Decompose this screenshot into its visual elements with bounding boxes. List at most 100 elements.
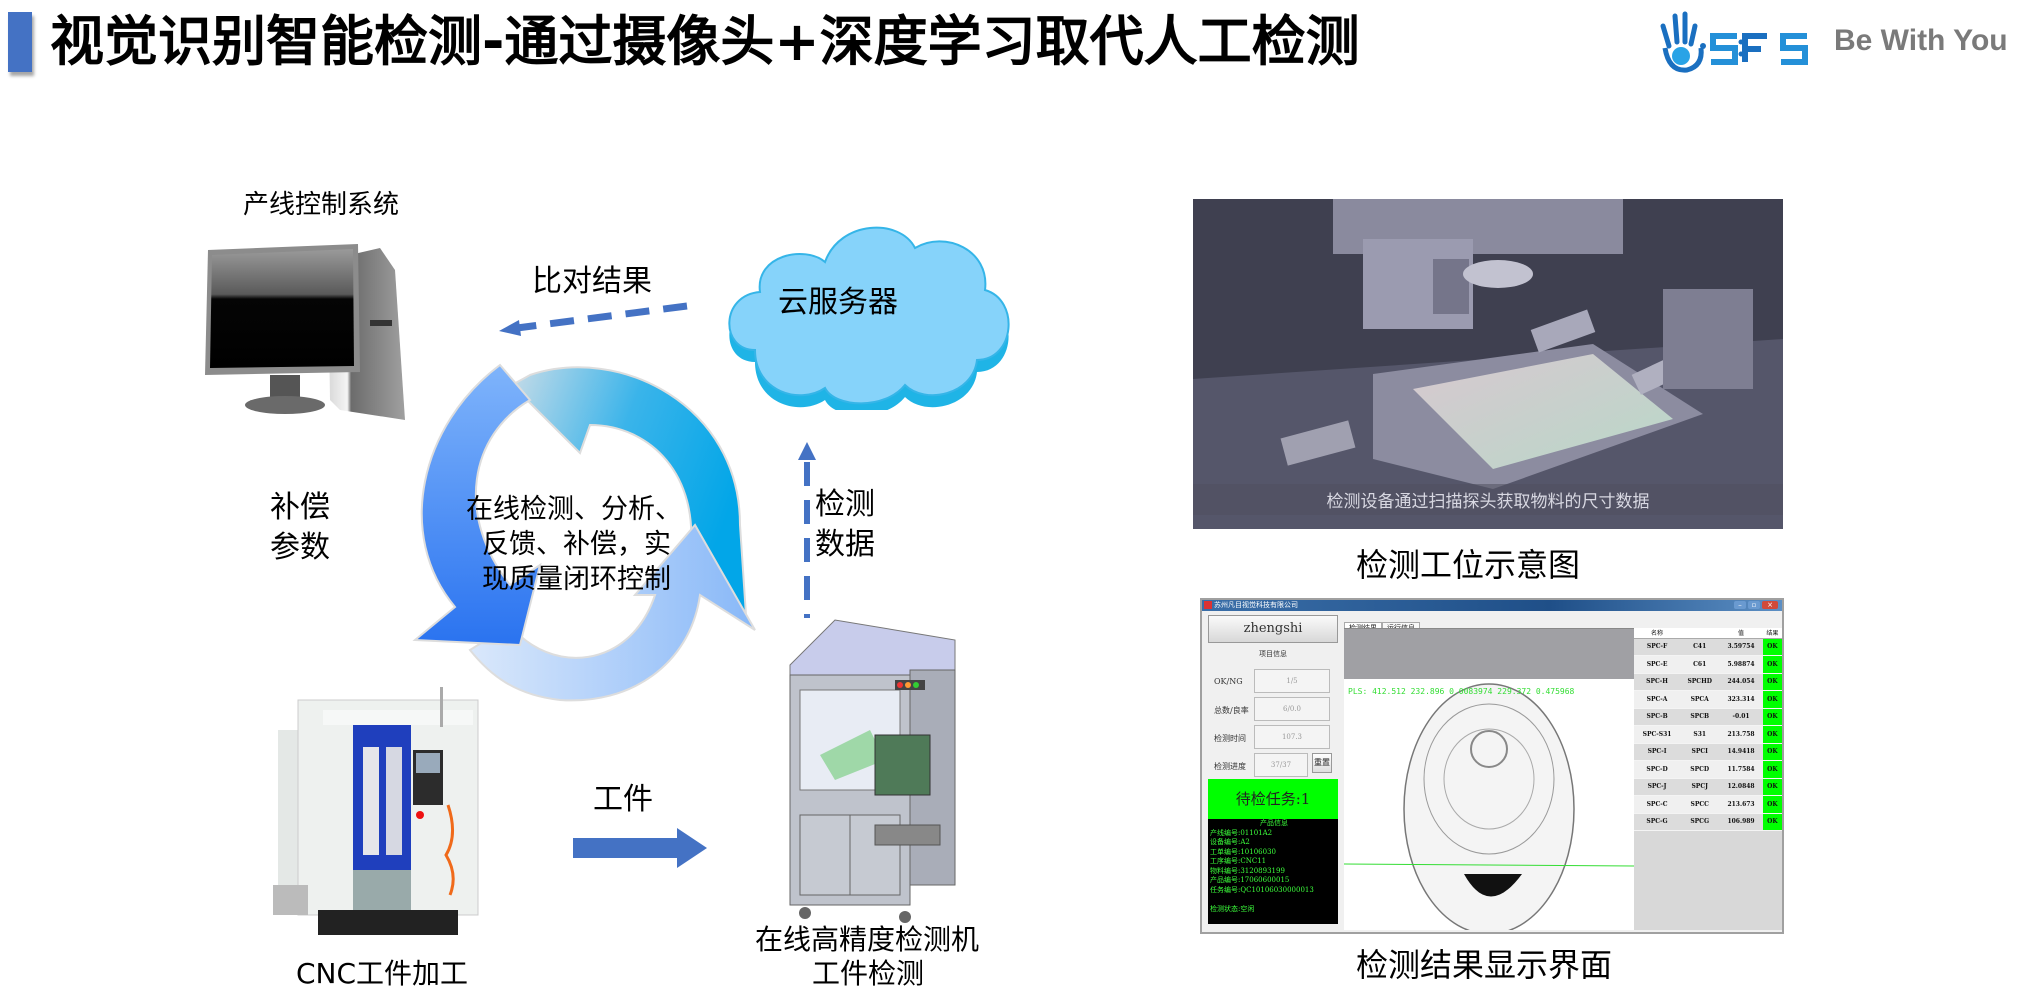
cell-name: SPC-J (1634, 778, 1681, 796)
product-info-line (1210, 895, 1338, 905)
result-ui-caption: 检测结果显示界面 (1356, 946, 1613, 984)
title-accent-bar (8, 12, 32, 72)
cell-result: OK (1762, 708, 1782, 726)
cell-result: OK (1762, 725, 1782, 744)
maximize-icon[interactable]: ▫ (1748, 601, 1760, 609)
cell-result: OK (1762, 743, 1782, 761)
ok-ng-value: 1/5 (1254, 669, 1330, 693)
cell-code: SPCG (1680, 813, 1720, 831)
cell-result: OK (1762, 778, 1782, 796)
sfs-wordmark (1710, 33, 1808, 65)
hand-eye-icon (1660, 11, 1706, 73)
cloud-icon (728, 226, 1010, 410)
cell-code: S31 (1680, 725, 1720, 744)
project-info-group-label: 项目信息 (1259, 650, 1287, 658)
cell-code: C61 (1680, 655, 1720, 674)
pls-readout: PLS: 412.512 232.896 0.0083974 229.372 0… (1348, 687, 1575, 696)
cell-result: OK (1762, 690, 1782, 709)
cell-result: OK (1762, 795, 1782, 814)
cell-value: 5.98874 (1719, 655, 1763, 674)
image-header-bar (1344, 629, 1634, 679)
minimize-icon[interactable]: – (1734, 601, 1746, 609)
project-info-panel: zhengshi 项目信息 OK/NG 1/5 总数/良率 6/0.0 检测时间… (1206, 615, 1340, 930)
user-button[interactable]: zhengshi (1208, 615, 1338, 643)
cell-name: SPC-D (1634, 760, 1681, 779)
cell-result: OK (1762, 655, 1782, 674)
product-info-line: 设备编号:A2 (1210, 838, 1250, 846)
slogan: Be With You (1834, 24, 2008, 57)
computer-icon (200, 240, 455, 430)
control-system-label: 产线控制系统 (243, 190, 400, 220)
product-info-line: 产品编号:17060600015 (1210, 876, 1290, 884)
compensation-label-line1: 补偿 (270, 490, 330, 525)
workpiece-label: 工件 (593, 782, 653, 817)
station-video-subtitle: 检测设备通过扫描探头获取物料的尺寸数据 (1193, 484, 1783, 515)
cell-value: 3.59754 (1719, 638, 1763, 656)
cycle-text-line3: 现质量闭环控制 (482, 564, 671, 595)
detection-data-line1: 检测 (815, 487, 875, 522)
inspection-machine-icon (789, 619, 956, 923)
cell-value: 244.054 (1719, 673, 1763, 691)
cell-value: 11.7584 (1719, 760, 1763, 779)
cell-result: OK (1762, 813, 1782, 831)
cell-result: OK (1762, 760, 1782, 779)
cell-result: OK (1762, 673, 1782, 691)
close-icon[interactable]: × (1762, 601, 1778, 609)
inspect-time-label: 检测时间 (1214, 734, 1246, 743)
inspection-image-pane: PLS: 412.512 232.896 0.0083974 229.372 0… (1344, 628, 1634, 930)
product-info-title: 产品信息 (1260, 819, 1288, 827)
cell-code: SPCHD (1680, 673, 1720, 691)
col-name-header: 名称 (1634, 628, 1681, 639)
cell-code: SPCI (1680, 743, 1720, 761)
window-title: 苏州凡目视觉科技有限公司 (1214, 601, 1298, 609)
inspection-station-photo: 检测设备通过扫描探头获取物料的尺寸数据 (1193, 199, 1783, 529)
cell-value: 12.0848 (1719, 778, 1763, 796)
cell-code: SPCA (1680, 690, 1720, 709)
product-info-line: 工单编号:10106030 (1210, 847, 1276, 856)
col-value-header: 值 (1719, 628, 1763, 639)
cell-name: SPC-F (1634, 638, 1681, 656)
cell-code: SPCD (1680, 760, 1720, 779)
workpiece-arrow (573, 828, 707, 868)
cycle-text-line2: 反馈、补偿，实 (482, 529, 671, 560)
total-yield-label: 总数/良率 (1214, 706, 1249, 715)
cell-value: 323.314 (1719, 690, 1763, 709)
cell-name: SPC-I (1634, 743, 1681, 761)
cell-name: SPC-B (1634, 708, 1681, 726)
cell-value: -0.01 (1719, 708, 1763, 726)
cell-name: SPC-G (1634, 813, 1681, 831)
compare-result-arrow (499, 302, 688, 336)
col-code-header (1680, 628, 1720, 639)
inspect-time-value: 107.3 (1254, 725, 1330, 749)
page-title: 视觉识别智能检测-通过摄像头+深度学习取代人工检测 (50, 10, 1360, 73)
station-render-illustration (1193, 199, 1783, 529)
inspection-software-window: 苏州凡目视觉科技有限公司 – ▫ × zhengshi 项目信息 OK/NG 1… (1200, 598, 1784, 934)
product-info-line: 产线编号:01101A2 (1210, 828, 1273, 837)
product-info-line: 物料编号:3120893199 (1210, 866, 1285, 875)
inspector-label-line1: 在线高精度检测机 (755, 923, 980, 956)
cnc-machine-icon (273, 687, 479, 935)
reset-button[interactable]: 重置 (1312, 753, 1332, 773)
cell-name: SPC-E (1634, 655, 1681, 674)
cell-result: OK (1762, 638, 1782, 656)
cell-value: 106.989 (1719, 813, 1763, 831)
compare-result-label: 比对结果 (532, 264, 652, 299)
cell-code: SPCJ (1680, 778, 1720, 796)
progress-value: 37/37 (1254, 753, 1308, 777)
inspector-label-line2: 工件检测 (812, 957, 925, 990)
progress-label: 检测进度 (1214, 762, 1246, 771)
workpiece-scan-image (1344, 683, 1634, 930)
product-info-console: 产品信息 产线编号:01101A2 设备编号:A2 工单编号:10106030 … (1208, 819, 1338, 924)
